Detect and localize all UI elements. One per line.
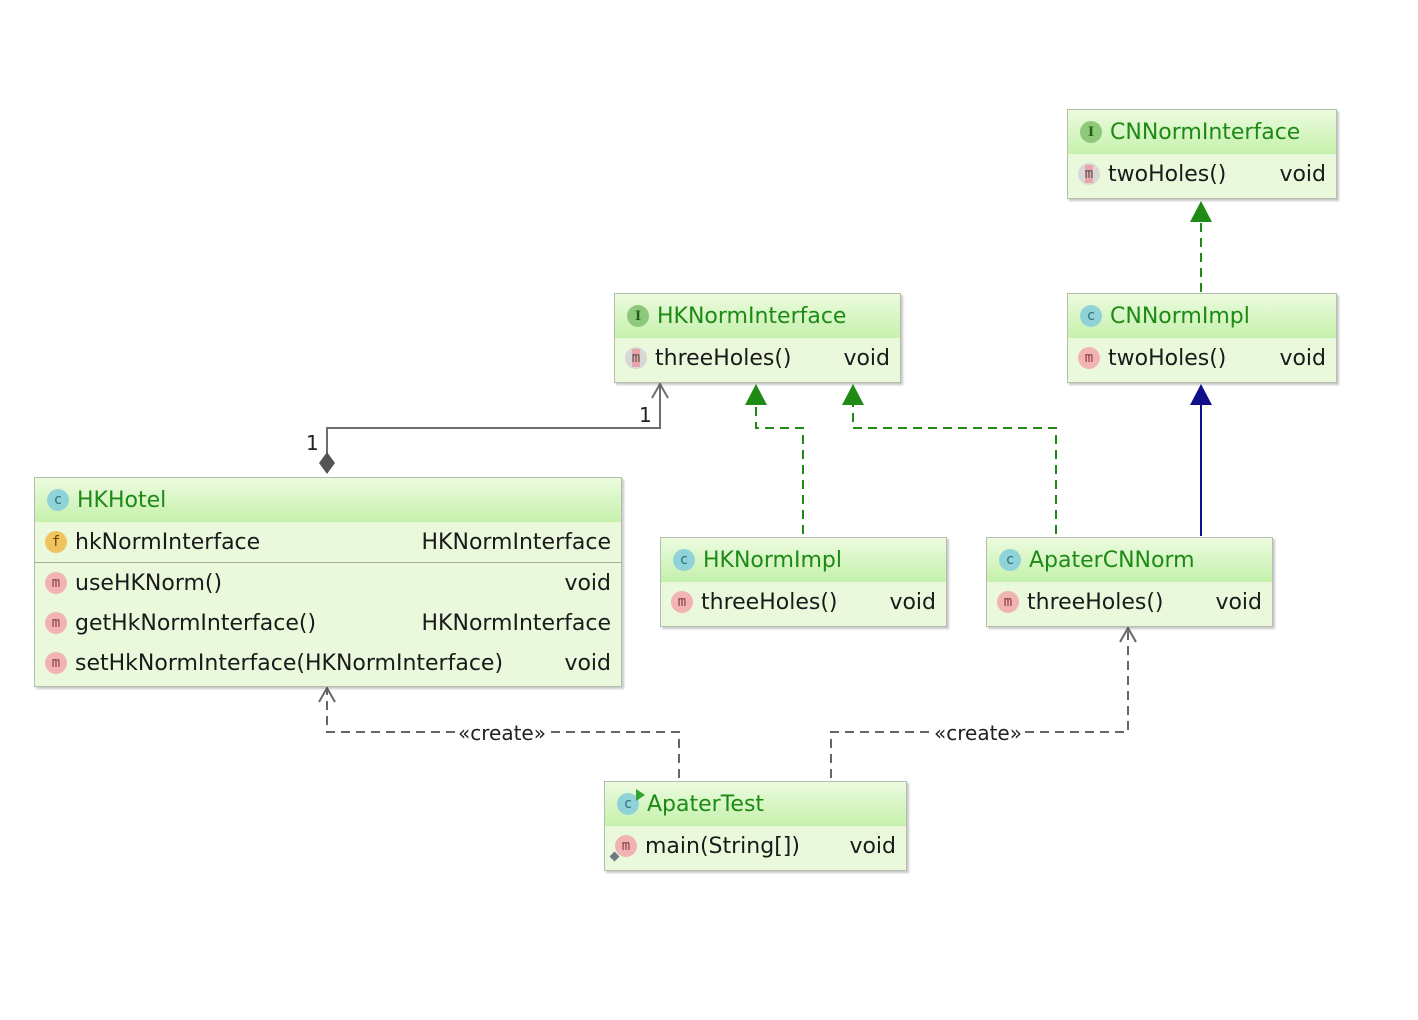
class-icon: c: [1080, 305, 1102, 327]
method-row[interactable]: m twoHoles() void: [1068, 338, 1336, 378]
multiplicity-source: 1: [306, 431, 319, 455]
method-icon: m: [45, 612, 67, 634]
method-type: void: [1279, 345, 1326, 371]
class-header: c ApaterCNNorm: [987, 538, 1272, 582]
method-row[interactable]: m main(String[]) void: [605, 826, 906, 866]
edge-apatertest-creates-apatercnnorm: «create»: [830, 625, 1137, 778]
method-row[interactable]: m setHkNormInterface(HKNormInterface) vo…: [35, 643, 621, 683]
class-header: c ApaterTest: [605, 782, 906, 826]
method-icon: m: [45, 572, 67, 594]
class-box-cnnormimpl[interactable]: c CNNormImpl m twoHoles() void: [1067, 293, 1337, 383]
method-row[interactable]: m threeHoles() void: [987, 582, 1272, 622]
method-row[interactable]: m useHKNorm() void: [35, 563, 621, 603]
class-title: HKNormImpl: [703, 547, 842, 573]
method-name: main(String[]): [645, 833, 800, 859]
abstract-method-icon: m: [1078, 163, 1100, 185]
runnable-class-icon: c: [617, 789, 645, 815]
class-icon: c: [47, 489, 69, 511]
abstract-method-icon: m: [625, 347, 647, 369]
edge-cnnormimpl-realizes-cnnorminterface: [1190, 201, 1212, 292]
method-row[interactable]: m threeHoles() void: [615, 338, 900, 378]
edge-apatercnnorm-extends-cnnormimpl: [1190, 384, 1212, 536]
class-title: CNNormInterface: [1110, 119, 1301, 145]
field-row[interactable]: f hkNormInterface HKNormInterface: [35, 522, 621, 562]
class-title: HKHotel: [77, 487, 167, 513]
method-row[interactable]: m twoHoles() void: [1068, 154, 1336, 194]
method-name: threeHoles(): [701, 589, 838, 615]
class-icon: c: [673, 549, 695, 571]
method-type: void: [889, 589, 936, 615]
edge-apatercnnorm-realizes-hknorminterface: [842, 384, 1057, 534]
method-icon: m: [45, 652, 67, 674]
edge-hkhotel-composes-hknorminterface: 1 1: [306, 381, 669, 474]
class-box-cnnorminterface[interactable]: I CNNormInterface m twoHoles() void: [1067, 109, 1337, 199]
method-row[interactable]: m threeHoles() void: [661, 582, 946, 622]
method-row[interactable]: m getHkNormInterface() HKNormInterface: [35, 603, 621, 643]
class-header: I HKNormInterface: [615, 294, 900, 338]
field-icon: f: [45, 531, 67, 553]
method-type: HKNormInterface: [421, 610, 611, 636]
class-header: c HKNormImpl: [661, 538, 946, 582]
method-icon: m: [997, 591, 1019, 613]
method-icon: m: [1078, 347, 1100, 369]
create-label-left: «create»: [458, 721, 546, 745]
class-title: ApaterTest: [647, 791, 765, 817]
edge-apatertest-creates-hkhotel: «create»: [318, 685, 680, 778]
class-title: HKNormInterface: [657, 303, 847, 329]
static-method-icon: m: [615, 835, 637, 857]
class-box-hkhotel[interactable]: c HKHotel f hkNormInterface HKNormInterf…: [34, 477, 622, 687]
method-name: twoHoles(): [1108, 161, 1227, 187]
field-type: HKNormInterface: [421, 529, 611, 555]
method-type: void: [564, 650, 611, 676]
class-title: ApaterCNNorm: [1029, 547, 1195, 573]
edge-hknormimpl-realizes-hknorminterface: [745, 384, 804, 534]
method-name: twoHoles(): [1108, 345, 1227, 371]
interface-icon: I: [627, 305, 649, 327]
section-divider: [35, 562, 621, 563]
interface-icon: I: [1080, 121, 1102, 143]
method-name: getHkNormInterface(): [75, 610, 317, 636]
class-box-hknormimpl[interactable]: c HKNormImpl m threeHoles() void: [660, 537, 947, 627]
method-type: void: [1279, 161, 1326, 187]
method-name: setHkNormInterface(HKNormInterface): [75, 650, 504, 676]
class-box-hknorminterface[interactable]: I HKNormInterface m threeHoles() void: [614, 293, 901, 383]
method-type: void: [564, 570, 611, 596]
field-name: hkNormInterface: [75, 529, 261, 555]
method-type: void: [1215, 589, 1262, 615]
class-header: c CNNormImpl: [1068, 294, 1336, 338]
class-header: I CNNormInterface: [1068, 110, 1336, 154]
create-label-right: «create»: [934, 721, 1022, 745]
multiplicity-target: 1: [639, 403, 652, 427]
class-title: CNNormImpl: [1110, 303, 1250, 329]
class-header: c HKHotel: [35, 478, 621, 522]
method-name: threeHoles(): [655, 345, 792, 371]
method-icon: m: [671, 591, 693, 613]
method-type: void: [843, 345, 890, 371]
class-box-apatercnnorm[interactable]: c ApaterCNNorm m threeHoles() void: [986, 537, 1273, 627]
class-box-apatertest[interactable]: c ApaterTest m main(String[]) void: [604, 781, 907, 871]
class-icon: c: [999, 549, 1021, 571]
method-type: void: [849, 833, 896, 859]
method-name: threeHoles(): [1027, 589, 1164, 615]
method-name: useHKNorm(): [75, 570, 223, 596]
